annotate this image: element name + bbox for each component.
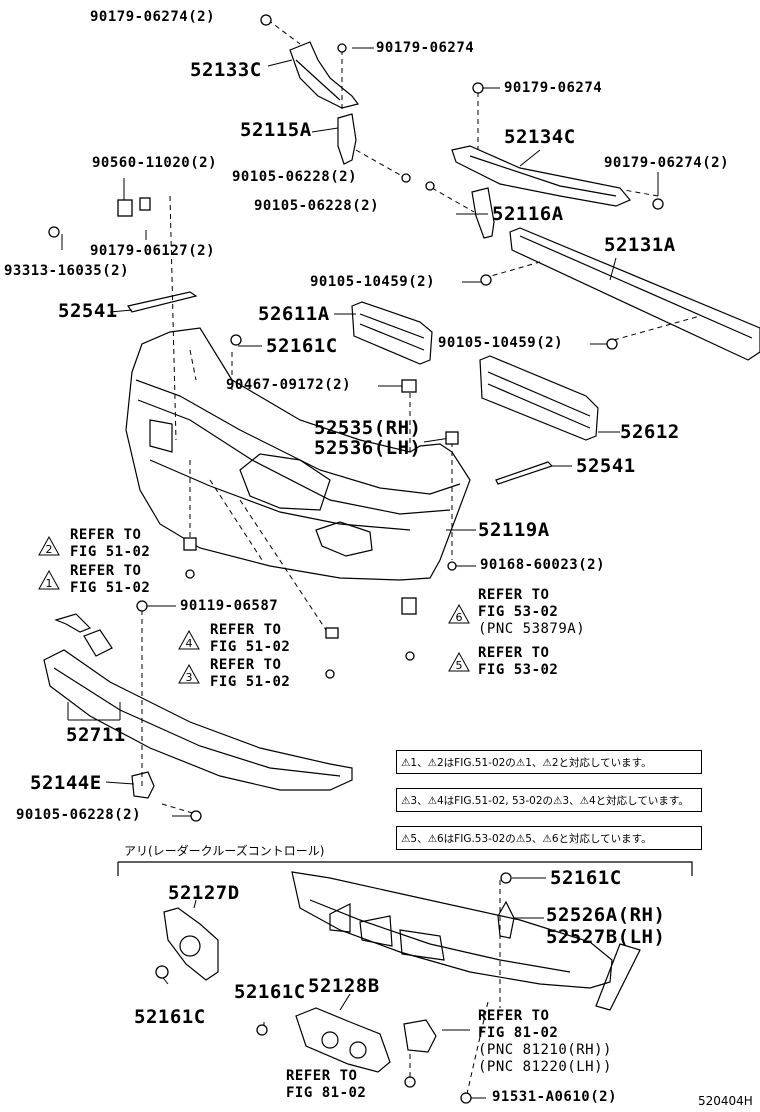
part-label: 52541 xyxy=(576,455,636,477)
part-label: 52541 xyxy=(58,300,118,322)
part-label: 52611A xyxy=(258,303,330,325)
part-label: 90179-06274 xyxy=(504,80,603,96)
absorber-52612-shape xyxy=(479,355,599,441)
option-heading: アリ(レーダークルーズコントロール) xyxy=(124,844,325,858)
radar-sensor-shape xyxy=(403,1019,437,1053)
part-label: 90105-06228(2) xyxy=(254,198,380,214)
part-label: 52119A xyxy=(478,519,550,541)
part-label: 52527B(LH) xyxy=(546,926,666,948)
part-label: 52711 xyxy=(66,724,126,746)
bracket-52115a-shape xyxy=(337,113,357,165)
part-label: 90105-06228(2) xyxy=(16,807,142,823)
correspondence-note-1: ⚠1、⚠2はFIG.51-02の⚠1、⚠2と対応しています。 xyxy=(396,750,702,774)
part-label: 90119-06587 xyxy=(180,598,279,614)
reinforcement-52134c-shape xyxy=(451,145,631,207)
part-label: 52116A xyxy=(492,203,564,225)
part-label: 52526A(RH) xyxy=(546,904,666,926)
part-label: 91531-A0610(2) xyxy=(492,1089,618,1105)
strip-52541-left-shape xyxy=(127,291,198,313)
part-label: 90105-10459(2) xyxy=(438,335,564,351)
leader-52711 xyxy=(67,702,121,721)
figure-code: 520404H xyxy=(698,1094,753,1108)
leader-52133c xyxy=(267,59,293,67)
absorber-52611a-shape xyxy=(351,301,433,365)
part-label: 52161C xyxy=(134,1006,206,1028)
clip-90179-06274-a xyxy=(260,14,272,26)
correspondence-note-2: ⚠3、⚠4はFIG.51-02, 53-02の⚠3、⚠4と対応しています。 xyxy=(396,788,702,812)
part-label: 52535(RH) xyxy=(314,417,422,439)
part-label: 52134C xyxy=(504,126,576,148)
triangle-marker-icon: 1 xyxy=(38,570,60,590)
part-label: 52161C xyxy=(234,981,306,1003)
part-label: 52612 xyxy=(620,421,680,443)
part-label: 52128B xyxy=(308,975,380,997)
triangle-marker-icon: 3 xyxy=(178,664,200,684)
correspondence-note-3: ⚠5、⚠6はFIG.53-02の⚠5、⚠6と対応しています。 xyxy=(396,826,702,850)
triangle-marker-icon: 2 xyxy=(38,536,60,556)
lower-bumper-option-shape xyxy=(291,871,613,989)
part-label: 90467-09172(2) xyxy=(226,377,352,393)
reinforcement-52131a-shape xyxy=(509,227,760,361)
part-label: 52131A xyxy=(604,234,676,256)
part-label: 90179-06274(2) xyxy=(90,9,216,25)
part-label: 90105-06228(2) xyxy=(232,169,358,185)
part-label: 52161C xyxy=(266,335,338,357)
bumper-cover-52119a-shape xyxy=(125,327,471,581)
triangle-marker-icon: 4 xyxy=(178,630,200,650)
part-label: 90560-11020(2) xyxy=(92,155,218,171)
triangle-marker-icon: 5 xyxy=(448,652,470,672)
part-label: 90168-60023(2) xyxy=(480,557,606,573)
part-label: 52144E xyxy=(30,772,102,794)
marker-number: 3 xyxy=(186,671,193,684)
part-label: 52536(LH) xyxy=(314,437,422,459)
part-label: 90179-06274(2) xyxy=(604,155,730,171)
marker-number: 2 xyxy=(46,543,53,556)
bracket-52526a-shape xyxy=(497,900,515,939)
part-label: 52127D xyxy=(168,882,240,904)
bracket-52133c-shape xyxy=(289,41,360,109)
option-bracket-line xyxy=(117,861,693,876)
strip-52541-right-shape xyxy=(495,461,554,485)
bracket-52127d-shape xyxy=(163,907,219,981)
part-label: 90179-06274 xyxy=(376,40,475,56)
bracket-52144e-shape xyxy=(131,771,155,799)
spoiler-52711-shape xyxy=(43,649,353,791)
part-label: 52115A xyxy=(240,119,312,141)
bracket-52128b-shape xyxy=(295,1007,391,1073)
marker-number: 4 xyxy=(186,637,193,650)
part-label: 90179-06127(2) xyxy=(90,243,216,259)
triangle-marker-icon: 6 xyxy=(448,604,470,624)
bracket-52116a-shape xyxy=(471,187,495,239)
leader-52115a xyxy=(311,127,339,133)
part-label: 52133C xyxy=(190,59,262,81)
marker-number: 5 xyxy=(456,659,463,672)
part-label: 90105-10459(2) xyxy=(310,274,436,290)
part-label: 93313-16035(2) xyxy=(4,263,130,279)
marker-number: 1 xyxy=(46,577,53,590)
part-label: 52161C xyxy=(550,867,622,889)
marker-number: 6 xyxy=(456,611,463,624)
